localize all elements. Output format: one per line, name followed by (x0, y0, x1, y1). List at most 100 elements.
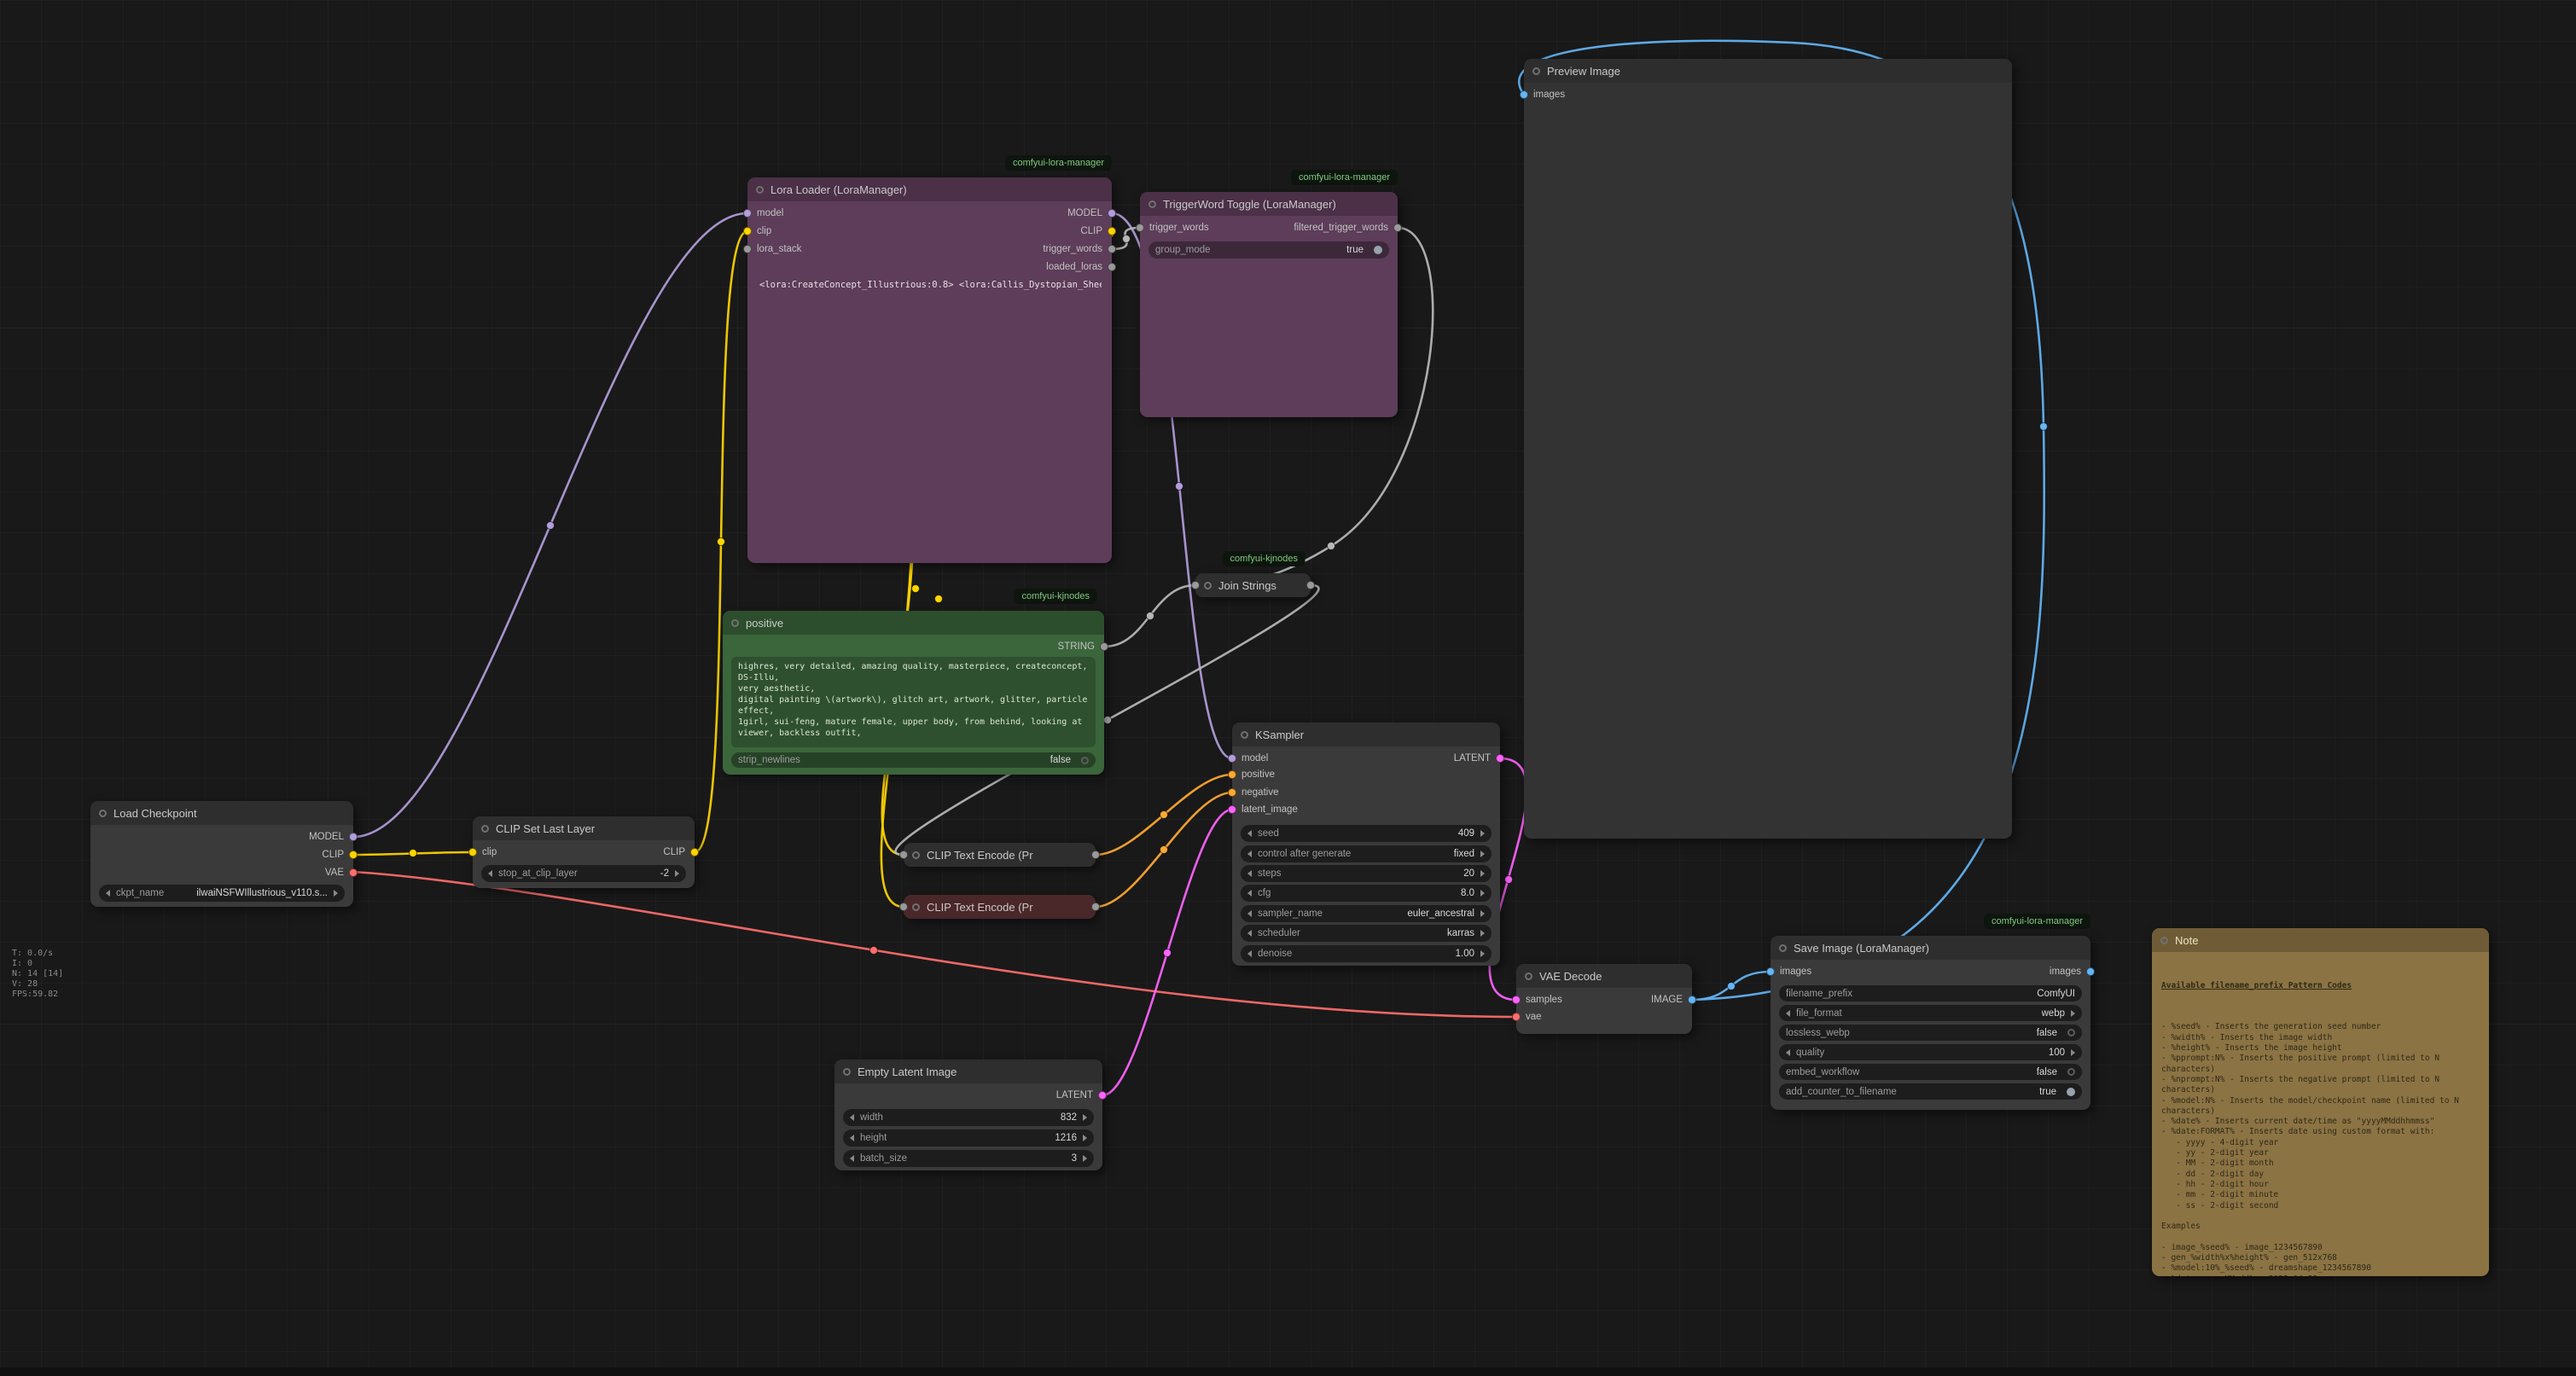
collapse-icon[interactable] (912, 851, 920, 859)
embed-workflow-toggle[interactable]: embed_workflow false (1779, 1064, 2082, 1080)
height-widget[interactable]: height 1216 (843, 1129, 1094, 1147)
control-after-generate-widget[interactable]: control after generate fixed (1241, 845, 1492, 862)
collapse-icon[interactable] (1532, 67, 1540, 75)
node-clip-text-encode-positive[interactable]: CLIP Text Encode (Pr (899, 843, 1100, 867)
lora-stack-port-icon[interactable] (743, 245, 752, 253)
input-port-clip[interactable]: clip (468, 845, 497, 860)
toggle-on-icon[interactable] (2067, 1087, 2075, 1096)
clip-port-icon[interactable] (1108, 227, 1116, 235)
collapse-icon[interactable] (481, 824, 489, 833)
collapse-icon[interactable] (756, 185, 764, 194)
combo-right-arrow-icon[interactable] (675, 870, 679, 877)
output-port-clip[interactable]: CLIP (322, 847, 358, 862)
image-port-icon[interactable] (1766, 967, 1775, 976)
output-port-images[interactable]: images (2050, 964, 2095, 979)
collapse-icon[interactable] (1241, 730, 1248, 739)
toggle-off-icon[interactable] (2067, 1029, 2075, 1036)
combo-left-arrow-icon[interactable] (1247, 870, 1252, 877)
collapsed-input-port-icon[interactable] (899, 903, 908, 911)
steps-widget[interactable]: steps 20 (1241, 865, 1492, 882)
input-port-images[interactable]: images (1520, 87, 1565, 102)
prompt-textarea[interactable]: highres, very detailed, amazing quality,… (731, 657, 1096, 747)
toggle-off-icon[interactable] (1081, 756, 1089, 764)
node-header[interactable]: Lora Loader (LoraManager) (747, 177, 1112, 201)
combo-right-arrow-icon[interactable] (1083, 1155, 1087, 1162)
node-header[interactable]: Join Strings (1195, 573, 1311, 597)
collapsed-output-port-icon[interactable] (1306, 581, 1315, 589)
output-port-string[interactable]: STRING (1058, 639, 1108, 654)
combo-left-arrow-icon[interactable] (1247, 930, 1252, 937)
model-port-icon[interactable] (743, 209, 752, 218)
input-port-model[interactable]: model (1228, 751, 1268, 766)
combo-right-arrow-icon[interactable] (2071, 1009, 2075, 1017)
node-header[interactable]: positive (723, 611, 1104, 635)
string-port-icon[interactable] (1136, 224, 1144, 232)
clip-port-icon[interactable] (690, 848, 699, 856)
input-port-vae[interactable]: vae (1512, 1009, 1542, 1025)
collapsed-output-port-icon[interactable] (1091, 903, 1100, 911)
denoise-widget[interactable]: denoise 1.00 (1241, 945, 1492, 962)
input-port-trigger-words[interactable]: trigger_words (1136, 220, 1209, 235)
node-triggerword-toggle[interactable]: TriggerWord Toggle (LoraManager) trigger… (1136, 192, 1402, 417)
input-port-images[interactable]: images (1766, 964, 1811, 979)
node-header[interactable]: Preview Image (1524, 59, 2012, 83)
group-mode-toggle[interactable]: group_mode true (1148, 241, 1389, 258)
note-text-area[interactable]: Available filename_prefix Pattern Codes … (2152, 952, 2489, 1276)
latent-port-icon[interactable] (1512, 996, 1521, 1004)
combo-left-arrow-icon[interactable] (850, 1135, 854, 1141)
node-header[interactable]: Load Checkpoint (90, 801, 353, 825)
string-port-icon[interactable] (1100, 642, 1108, 651)
output-port-vae[interactable]: VAE (325, 865, 358, 880)
combo-left-arrow-icon[interactable] (1247, 910, 1252, 917)
collapse-icon[interactable] (843, 1067, 851, 1076)
batch-size-widget[interactable]: batch_size 3 (843, 1150, 1094, 1167)
node-header[interactable]: CLIP Set Last Layer (473, 816, 695, 840)
combo-left-arrow-icon[interactable] (850, 1114, 854, 1121)
combo-right-arrow-icon[interactable] (1480, 851, 1485, 857)
combo-right-arrow-icon[interactable] (2071, 1048, 2075, 1056)
node-clip-set-last-layer[interactable]: CLIP Set Last Layer clip CLIP stop_at_cl… (468, 816, 699, 888)
clip-port-icon[interactable] (468, 848, 477, 856)
collapse-icon[interactable] (1148, 200, 1156, 208)
node-header[interactable]: CLIP Text Encode (Pr (904, 843, 1096, 867)
node-note[interactable]: Note Available filename_prefix Pattern C… (2152, 928, 2489, 1276)
collapsed-output-port-icon[interactable] (1091, 851, 1100, 859)
width-widget[interactable]: width 832 (843, 1109, 1094, 1126)
output-port-image[interactable]: IMAGE (1651, 992, 1696, 1007)
seed-widget[interactable]: seed 409 (1241, 825, 1492, 842)
sampler-name-widget[interactable]: sampler_name euler_ancestral (1241, 905, 1492, 922)
node-header[interactable]: TriggerWord Toggle (LoraManager) (1140, 192, 1398, 216)
clip-port-icon[interactable] (743, 227, 752, 235)
node-preview-image[interactable]: Preview Image images (1520, 59, 2012, 839)
string-port-icon[interactable] (1108, 263, 1116, 271)
combo-left-arrow-icon[interactable] (850, 1155, 854, 1162)
node-clip-text-encode-negative[interactable]: CLIP Text Encode (Pr (899, 895, 1100, 919)
toggle-off-icon[interactable] (2067, 1068, 2075, 1076)
lossless-webp-toggle[interactable]: lossless_webp false (1779, 1025, 2082, 1041)
model-port-icon[interactable] (1108, 209, 1116, 218)
conditioning-port-icon[interactable] (1228, 788, 1236, 797)
output-port-filtered-trigger-words[interactable]: filtered_trigger_words (1294, 220, 1402, 235)
combo-left-arrow-icon[interactable] (106, 890, 110, 897)
combo-right-arrow-icon[interactable] (1083, 1114, 1087, 1121)
combo-left-arrow-icon[interactable] (1786, 1009, 1790, 1017)
node-load-checkpoint[interactable]: Load Checkpoint MODEL CLIP VAE ckpt_name… (90, 801, 358, 907)
node-join-strings[interactable]: Join Strings (1191, 573, 1315, 597)
node-positive-prompt[interactable]: positive STRING highres, very detailed, … (723, 611, 1108, 775)
combo-left-arrow-icon[interactable] (1247, 890, 1252, 897)
combo-left-arrow-icon[interactable] (1247, 851, 1252, 857)
combo-right-arrow-icon[interactable] (334, 890, 338, 897)
latent-port-icon[interactable] (1098, 1091, 1107, 1100)
combo-right-arrow-icon[interactable] (1480, 830, 1485, 837)
collapse-icon[interactable] (1525, 972, 1532, 980)
node-empty-latent-image[interactable]: Empty Latent Image LATENT width 832 heig… (834, 1060, 1107, 1170)
input-port-positive[interactable]: positive (1228, 767, 1275, 782)
combo-right-arrow-icon[interactable] (1480, 950, 1485, 957)
output-port-loaded-loras[interactable]: loaded_loras (1046, 259, 1116, 275)
toggle-on-icon[interactable] (1374, 246, 1382, 254)
input-port-lora-stack[interactable]: lora_stack (743, 241, 801, 257)
cfg-widget[interactable]: cfg 8.0 (1241, 885, 1492, 902)
input-port-latent-image[interactable]: latent_image (1228, 802, 1298, 817)
output-port-model[interactable]: MODEL (309, 829, 358, 845)
collapse-icon[interactable] (99, 809, 107, 817)
